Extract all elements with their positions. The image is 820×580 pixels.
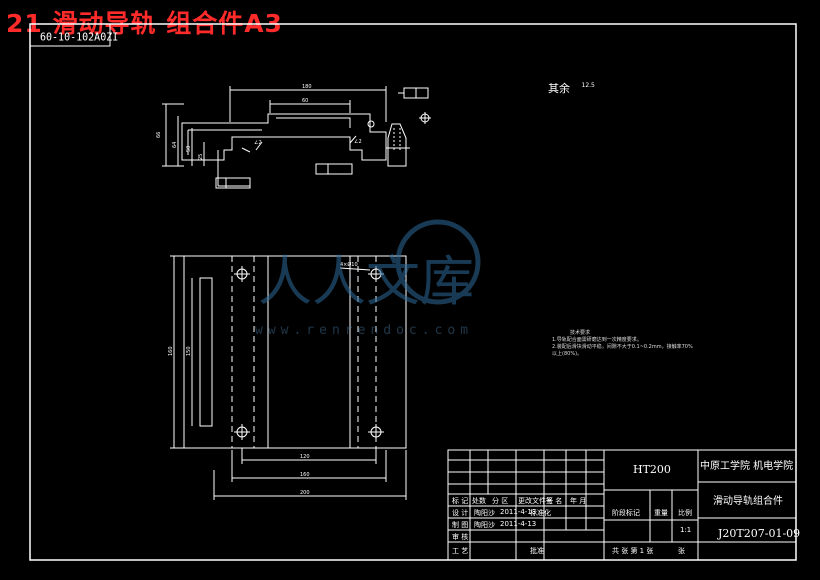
technical-notes: 技术要求 1.导轨配合面需研磨达到一次精度要求。 2.装配后滑块滑动平稳，间隙不… [552,330,693,358]
dim-bottom-inner: 120 [300,454,310,460]
dim-bottom-outer: 200 [300,490,310,496]
col-zone: 分 区 [492,497,509,505]
dim-side-inner: 150 [186,346,192,356]
approve: 批准 [530,547,544,555]
material: HT200 [633,463,671,476]
roughness-value: 12.5 [581,82,595,90]
dim-h4: 25 [198,154,204,160]
roughness-note: 其余 12.5 [548,80,595,96]
dim-top-width: 180 [302,84,312,90]
dim-angle-right: ∠2 [354,139,362,145]
watermark-text: 人人文库 [258,250,474,313]
weight-label: 重量 [654,509,668,517]
dim-angle-left: ∠2 [254,140,262,146]
col-date: 年 月 [570,497,587,505]
plan-view [170,255,407,500]
watermark-url: www.renrendoc.com [255,323,474,338]
col-sign: 签 名 [546,497,563,505]
dim-inner-width: 60 [302,98,308,104]
dim-h3: 50 [186,146,192,152]
drawing-no: J20T207-01-09 [718,527,801,540]
watermark-logo: 人人文库 [258,219,481,313]
scale-value: 1:1 [680,526,692,534]
notes-line1: 1.导轨配合面需研磨达到一次精度要求。 [552,337,642,343]
designer-name: 陶阳沙 [474,509,495,517]
standardization: 标准化 [530,509,551,517]
row-check: 审 核 [452,533,469,541]
sheets-label: 共 张 第 1 张 [612,547,654,555]
row-design: 设 计 [452,509,469,517]
drafter-name: 陶阳沙 [474,521,495,529]
notes-line3: 以上(80%)。 [552,351,583,357]
dim-left-height: 66 [156,132,162,138]
section-view [162,86,431,189]
col-mark: 标 记 [452,497,469,505]
frame-tab-left [29,24,111,47]
notes-heading: 技术要求 [570,330,591,336]
school-name: 中原工学院 机电学院 [700,461,794,472]
dim-side-left: 160 [168,346,174,356]
stage-label: 阶段标记 [612,509,640,517]
design-date: 2011-4-13 [500,508,537,516]
dim-h2: 64 [172,142,178,148]
notes-line2: 2.装配后滑块滑动平稳，间隙不大于0.1~0.2mm，接触率70% [552,344,693,350]
outer-frame [29,23,797,561]
title-block-lines [447,449,797,561]
scale-label: 比例 [678,509,692,517]
roughness-label: 其余 [548,82,570,95]
dim-holes: 4×Ø10 [340,261,358,268]
part-name: 滑动导轨组合件 [713,496,783,507]
row-draw: 制 图 [452,521,469,529]
dim-bottom-mid: 160 [300,472,310,478]
col-change: 更改文件号 [518,497,553,505]
draw-date: 2011-4-13 [500,520,537,528]
sheet-short: 张 [678,547,685,555]
drawing-number-top: 60-10-102A0ZI [40,31,119,44]
col-count: 处数 [472,497,486,505]
row-craft: 工 艺 [452,547,469,555]
